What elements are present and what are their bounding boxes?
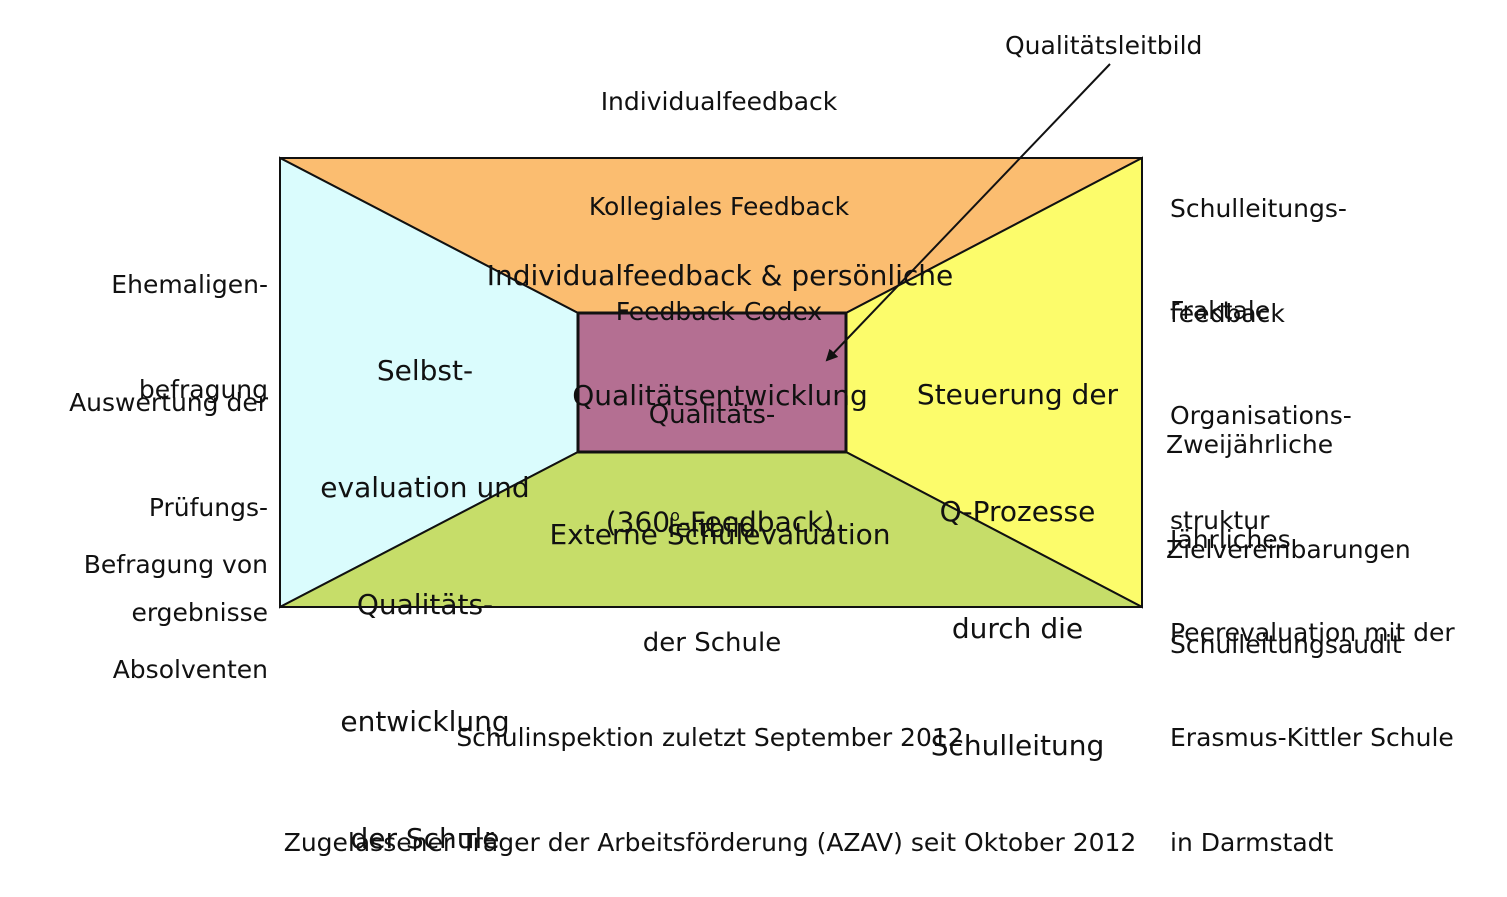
pointer-label: Qualitätsleitbild: [1005, 31, 1203, 60]
top-section-line: Individualfeedback & persönliche: [486, 259, 954, 292]
top-section-line: Qualitätsentwicklung: [572, 379, 868, 412]
center-section-text: Qualitäts- leitbild der Schule: [578, 320, 846, 700]
right-label-group: Schulleitungs- feedback: [1170, 121, 1347, 366]
left-label-group: Ehemaligen- befragung: [20, 197, 268, 442]
center-section-line: der Schule: [642, 628, 782, 658]
left-label: ergebnisse: [131, 598, 268, 627]
right-label: Jährliches: [1170, 525, 1291, 554]
right-label: Zweijährliche: [1166, 430, 1334, 459]
left-section-line: Selbst-: [376, 354, 474, 387]
left-label: Befragung von: [83, 550, 268, 579]
right-label: Schulleitungsaudit: [1170, 630, 1402, 659]
left-section-line: entwicklung: [340, 705, 510, 738]
footer-line: Schulinspektion zuletzt September 2012: [456, 723, 964, 752]
left-section-line: Qualitäts-: [356, 588, 494, 621]
right-label-group: Zweijährliche Zielvereinbarungen: [1166, 357, 1411, 602]
left-label: Ehemaligen-: [111, 270, 268, 299]
left-label-group: Auswertung der Prüfungs- ergebnisse: [20, 315, 268, 665]
right-label: Erasmus-Kittler Schule: [1170, 723, 1454, 752]
left-label: Prüfungs-: [148, 493, 268, 522]
right-label-group: Fraktale Organisations- struktur: [1170, 223, 1352, 573]
center-section: [576, 311, 848, 454]
footer-line: Zugelassener Träger der Arbeitsförderung…: [283, 828, 1137, 857]
footer: Schulinspektion zuletzt September 2012 Z…: [200, 650, 1220, 895]
right-label-group: Jährliches Schulleitungsaudit: [1170, 452, 1402, 697]
right-section-line: Q-Prozesse: [939, 495, 1096, 528]
center-section-line: leitbild: [667, 514, 757, 544]
left-label: Absolventen: [112, 655, 268, 684]
right-label: Organisations-: [1170, 401, 1352, 430]
bottom-section-text: Externe Schulevaluation: [549, 518, 891, 551]
right-label: Fraktale: [1170, 296, 1271, 325]
left-label-group: Befragung von Absolventen: [20, 477, 268, 722]
right-label: Schulleitungs-: [1170, 194, 1347, 223]
right-label: struktur: [1170, 506, 1270, 535]
pointer-arrow: [825, 63, 1111, 362]
top-label: Kollegiales Feedback: [588, 192, 850, 221]
right-label: Zielvereinbarungen: [1166, 535, 1411, 564]
right-label: Peerevaluation mit der: [1170, 618, 1455, 647]
quality-diagram: [279, 63, 1143, 609]
right-label: feedback: [1170, 299, 1285, 328]
top-section-line: (360o-Feedback): [605, 505, 835, 539]
left-label: befragung: [138, 375, 268, 404]
top-labels: Individualfeedback Kollegiales Feedback …: [519, 14, 919, 364]
top-label: Feedback-Codex: [615, 297, 823, 326]
center-section-line: Qualitäts-: [648, 400, 776, 430]
right-section-line: Steuerung der: [916, 378, 1119, 411]
top-label: Individualfeedback: [600, 87, 838, 116]
top-section-text: Individualfeedback & persönliche Qualitä…: [380, 176, 1060, 582]
right-section-line: durch die: [951, 612, 1084, 645]
left-section-line: evaluation und: [320, 471, 530, 504]
left-label: Auswertung der: [69, 388, 268, 417]
